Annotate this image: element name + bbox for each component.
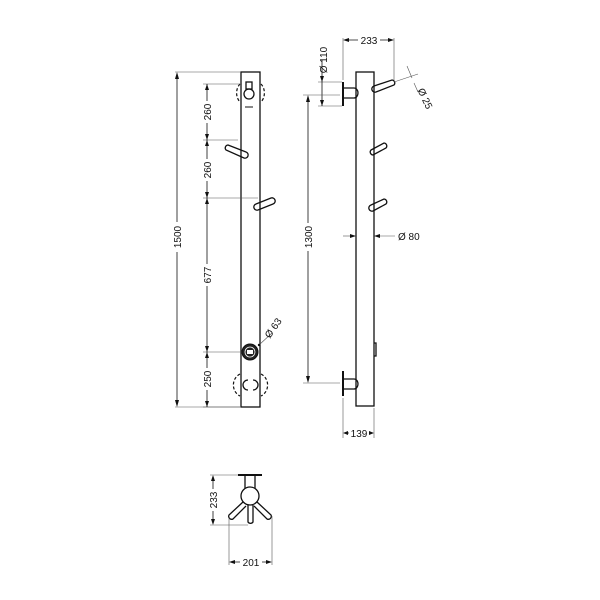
dim-top-width: 201 [243,558,260,569]
control-knob-icon [241,343,259,361]
tube-top-icon [240,486,260,506]
side-hook-1-icon [371,79,396,93]
front-tube [240,71,261,408]
dim-hook-spacing-1: 260 [203,103,214,120]
side-hook-2-icon [369,142,388,156]
bottom-bracket-icon [342,371,359,396]
top-mount-icon [236,81,265,108]
dim-total-height: 1500 [173,225,184,248]
arm-center-icon [247,505,254,524]
top-bracket-icon [342,82,359,106]
dim-mount-spacing: 1300 [304,225,315,248]
side-hook-3-icon [368,198,388,212]
side-view: 233 Ø 110 Ø 25 1300 Ø 80 139 [302,34,434,440]
dim-hook-spacing-2: 260 [203,161,214,178]
front-view: 1500 260 260 677 250 Ø 63 [171,71,285,408]
dim-top-depth: 233 [209,491,220,508]
hook-2-icon [253,197,276,211]
side-tube [355,71,375,407]
dim-bottom-span: 250 [203,370,214,387]
bottom-mount-icon [232,373,269,397]
arm-left-icon [228,501,247,520]
dim-projection: 233 [361,36,378,47]
dim-knob-diameter: Ø 63 [263,316,285,340]
top-view: 233 201 [207,474,273,569]
dim-hook-diameter: Ø 25 [415,87,434,112]
dim-tube-diameter: Ø 80 [398,232,420,243]
hook-1-icon [224,144,249,159]
dim-depth: 139 [351,429,368,440]
arm-right-icon [253,501,272,520]
dim-middle-span: 677 [203,266,214,283]
dim-flange-diameter: Ø 110 [319,46,330,73]
